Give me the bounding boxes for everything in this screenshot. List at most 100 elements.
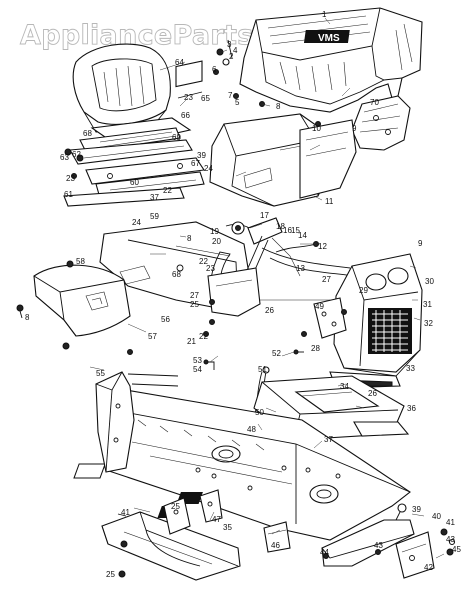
part-label-69: 69 (172, 133, 181, 142)
part-label-53: 53 (193, 356, 202, 365)
part-label-41a: 41 (121, 508, 130, 517)
part-label-14: 14 (298, 231, 307, 240)
part-label-70: 70 (370, 98, 379, 107)
part-label-23a: 23 (184, 93, 193, 102)
part-label-17: 17 (260, 211, 269, 220)
part-label-25c: 25 (106, 570, 115, 579)
cable-part (252, 241, 361, 309)
part-label-22b: 22 (199, 257, 208, 266)
part-label-25b: 25 (171, 502, 180, 511)
part-label-46: 46 (271, 541, 280, 550)
support-bracket-part (203, 267, 261, 337)
part-label-49: 49 (315, 302, 324, 311)
part-label-56: 56 (161, 315, 170, 324)
part-label-30: 30 (425, 277, 434, 286)
part-label-34: 34 (340, 382, 349, 391)
part-label-18: 18 (276, 222, 285, 231)
part-label-35: 35 (223, 523, 232, 532)
seat-pan-part (69, 60, 203, 165)
grille-bracket-part (301, 297, 347, 339)
part-label-43b: 43 (374, 541, 383, 550)
part-label-26b: 26 (368, 389, 377, 398)
washer-hardware (118, 570, 126, 578)
part-label-45: 45 (452, 545, 461, 554)
part-label-22c: 22 (199, 332, 208, 341)
fender-hardware (16, 260, 133, 355)
part-label-13: 13 (296, 264, 305, 273)
hood-part: VMS (239, 7, 423, 113)
part-label-24a: 24 (204, 164, 213, 173)
part-label-58: 58 (76, 257, 85, 266)
part-label-27b: 27 (190, 291, 199, 300)
part-label-33: 33 (406, 364, 415, 373)
part-label-3: 3 (227, 40, 232, 49)
part-label-68b: 68 (172, 270, 181, 279)
part-label-55: 55 (96, 369, 105, 378)
part-label-41b: 41 (446, 518, 455, 527)
part-label-54: 54 (193, 365, 202, 374)
part-label-6: 6 (212, 65, 217, 74)
part-label-61: 61 (64, 190, 73, 199)
part-label-24b: 24 (132, 218, 141, 227)
hood-logo: VMS (318, 33, 340, 44)
leader-lines (89, 17, 445, 559)
part-label-65: 65 (201, 94, 210, 103)
part-label-59: 59 (150, 212, 159, 221)
footrest-bracket-part (117, 489, 223, 548)
rear-upright-part (95, 371, 179, 473)
part-label-8c: 8 (25, 313, 30, 322)
part-label-31: 31 (423, 300, 432, 309)
part-label-48: 48 (247, 425, 256, 434)
part-label-68: 68 (83, 129, 92, 138)
part-label-1: 1 (322, 10, 327, 19)
seat-part (72, 43, 171, 133)
part-label-27: 27 (322, 275, 331, 284)
part-label-29: 29 (359, 286, 368, 295)
part-label-10: 10 (312, 124, 321, 133)
footrest-part (101, 511, 241, 581)
part-label-37a: 37 (150, 193, 159, 202)
part-number-labels: 1 3 4 2 6 7 5 64 23 66 65 8 10 9 70 68 6… (25, 10, 461, 579)
part-label-7: 7 (228, 91, 233, 100)
grille-part (333, 253, 423, 377)
part-label-28: 28 (311, 344, 320, 353)
part-label-4: 4 (233, 46, 238, 55)
part-label-12: 12 (318, 242, 327, 251)
part-label-66: 66 (181, 111, 190, 120)
part-label-9a: 9 (352, 124, 357, 133)
part-label-60: 60 (130, 178, 139, 187)
part-label-44: 44 (320, 548, 329, 557)
part-label-39: 39 (197, 151, 206, 160)
part-label-43a: 43 (446, 535, 455, 544)
part-label-8a: 8 (276, 102, 281, 111)
part-label-23c: 23 (206, 264, 215, 273)
dash-plate-part (299, 119, 357, 199)
side-bracket-part (263, 521, 291, 553)
front-axle-part (321, 503, 415, 567)
fender-part (33, 264, 131, 337)
part-label-2: 2 (229, 52, 234, 61)
part-label-63: 63 (60, 153, 69, 162)
part-label-25a: 25 (190, 300, 199, 309)
part-label-20: 20 (212, 237, 221, 246)
part-label-22a: 22 (163, 186, 172, 195)
hood-bracket-part (351, 95, 411, 151)
part-label-42: 42 (424, 563, 433, 572)
seat-bracket-part (63, 148, 205, 207)
part-label-50: 50 (255, 408, 264, 417)
part-label-39b: 39 (412, 505, 421, 514)
part-label-5: 5 (235, 98, 240, 107)
part-label-57: 57 (148, 332, 157, 341)
part-label-51: 51 (258, 365, 267, 374)
part-label-32: 32 (424, 319, 433, 328)
part-label-8b: 8 (187, 234, 192, 243)
part-label-15: 15 (291, 226, 300, 235)
part-label-16: 16 (283, 226, 292, 235)
part-label-21: 21 (187, 337, 196, 346)
part-label-11: 11 (325, 197, 334, 206)
steering-shaft-part (210, 217, 301, 305)
part-label-52: 52 (272, 349, 281, 358)
part-label-23b: 23 (66, 174, 75, 183)
spindle-bracket-part (323, 528, 456, 579)
